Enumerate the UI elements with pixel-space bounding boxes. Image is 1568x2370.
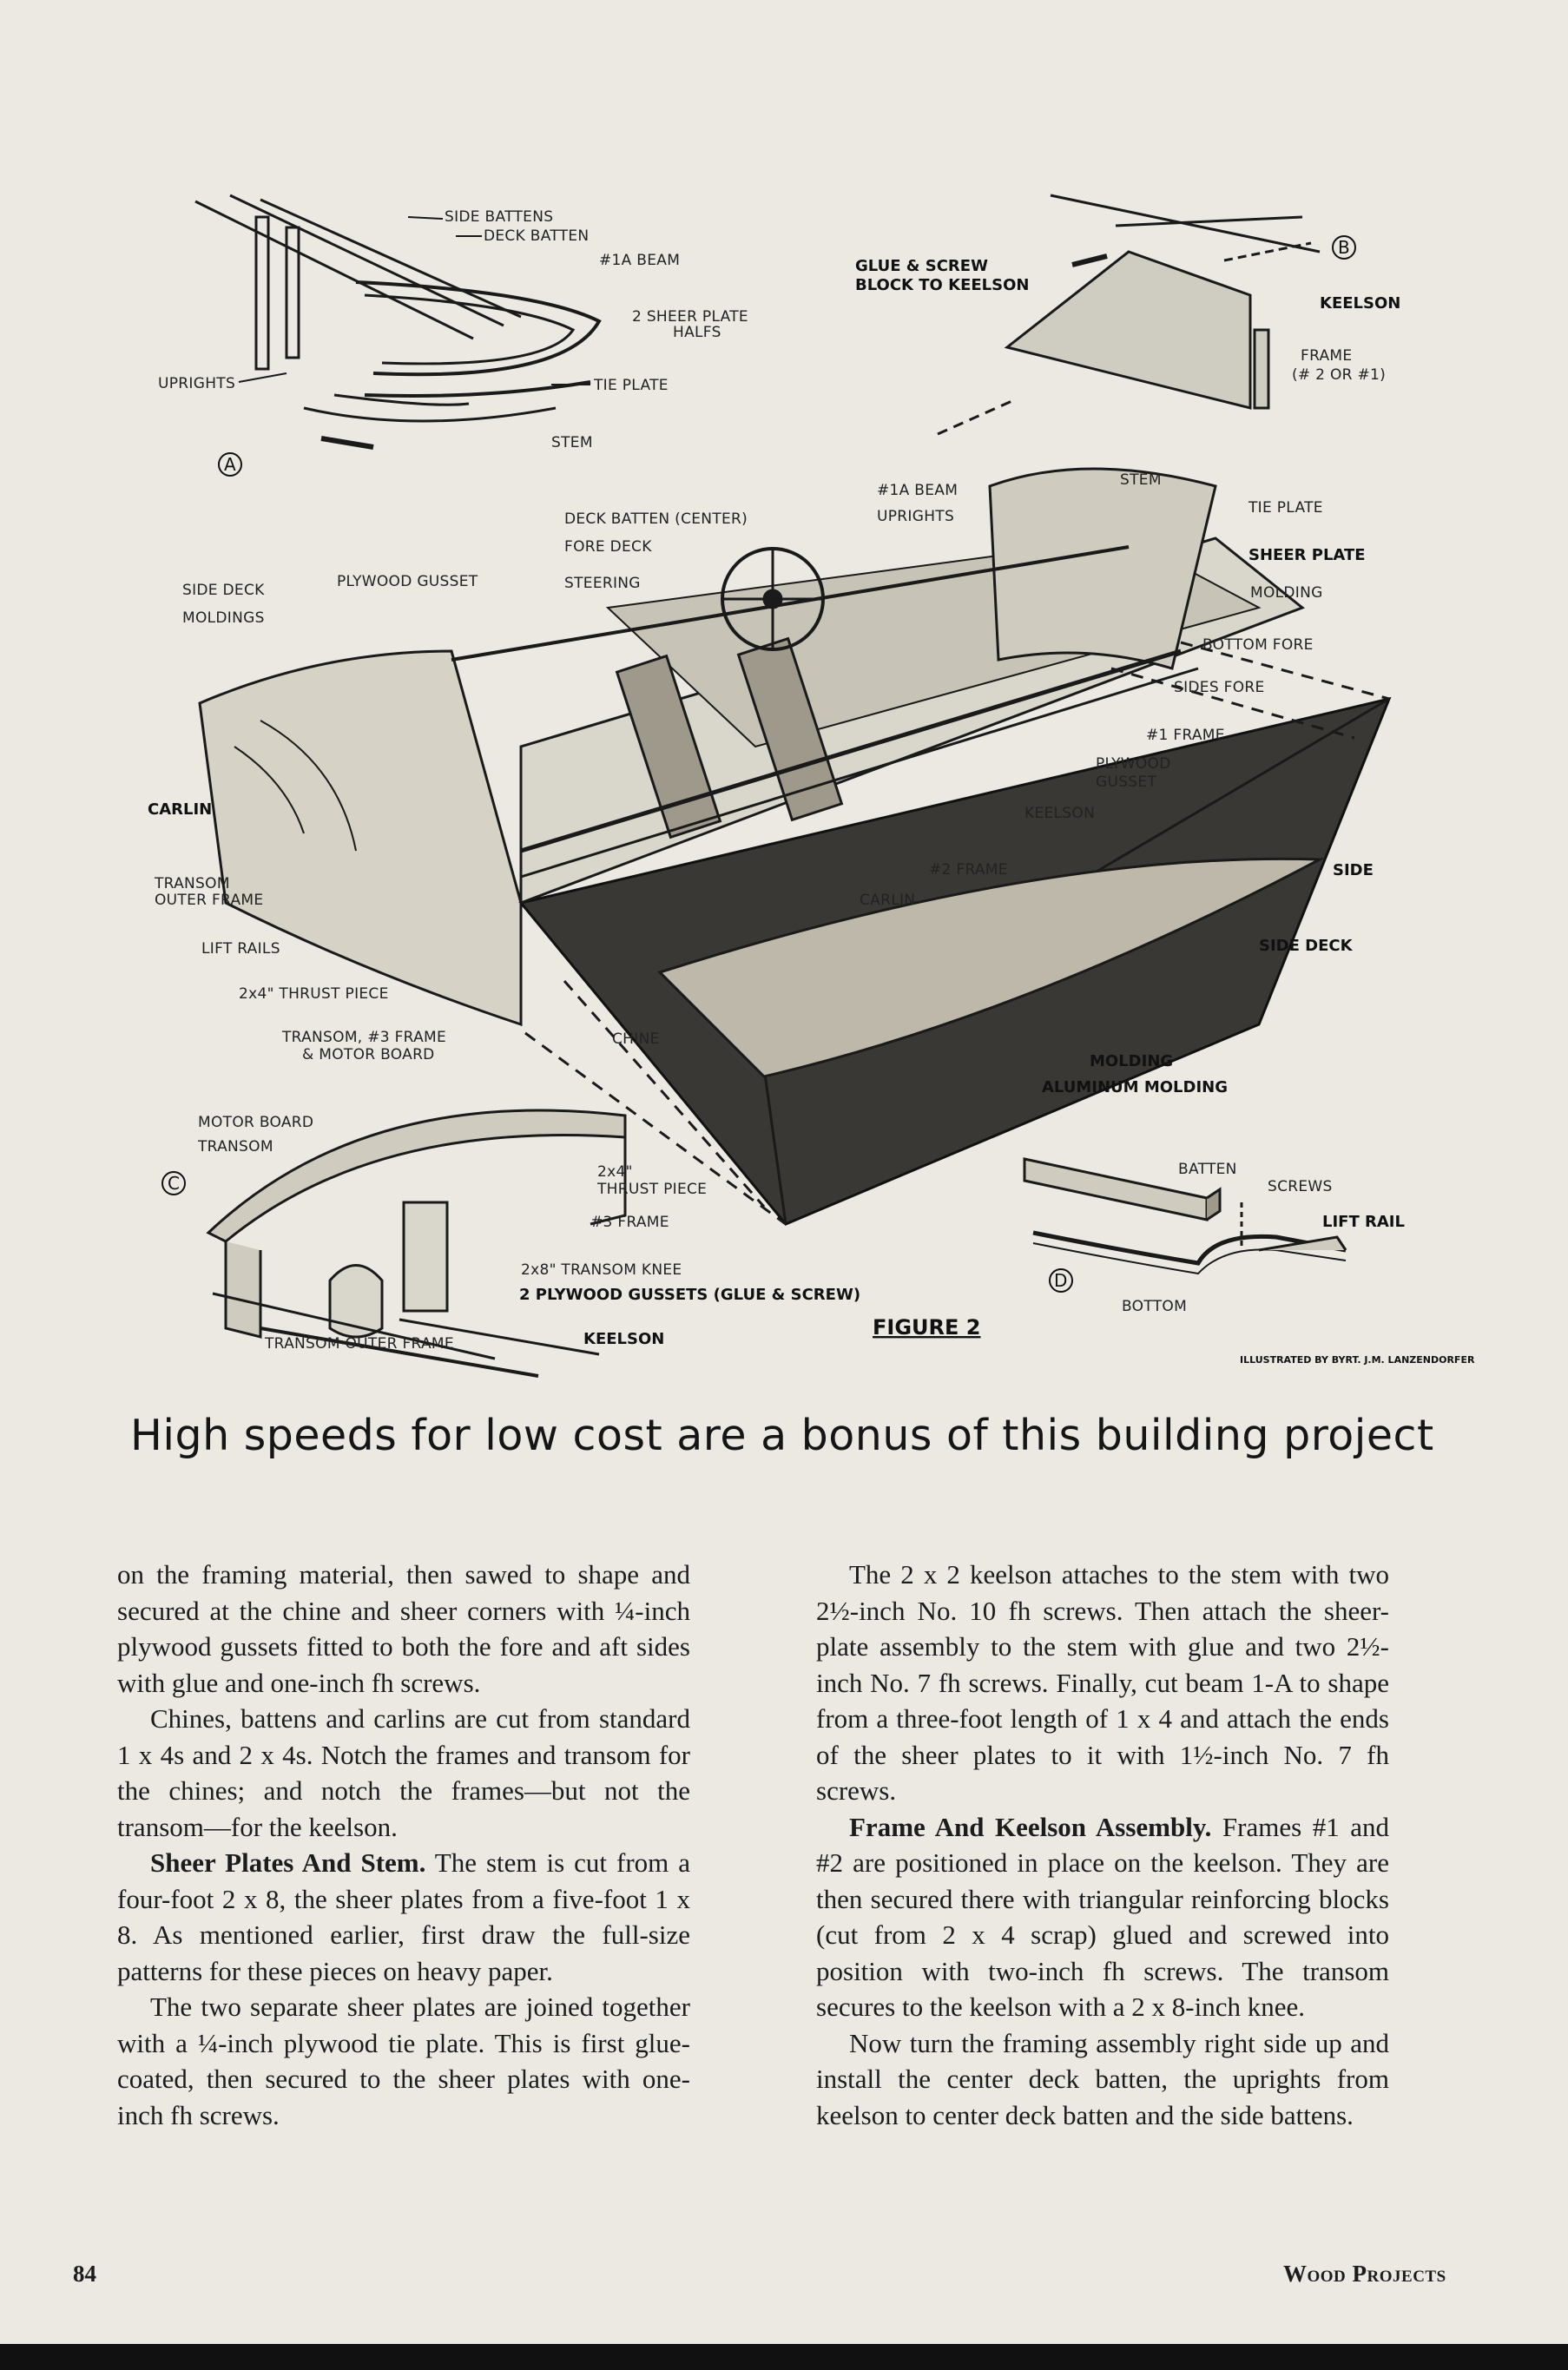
label-c-motor-board: MOTOR BOARD — [198, 1114, 313, 1131]
label-main-1a-beam: #1A BEAM — [877, 482, 958, 499]
run-in-heading: Sheer Plates And Stem. — [150, 1847, 426, 1878]
paragraph-text: Frames #1 and #2 are positioned in place… — [816, 1811, 1389, 2023]
paragraph: Chines, battens and carlins are cut from… — [117, 1701, 690, 1845]
illustrator-credit: ILLUSTRATED BY BYRT. J.M. LANZENDORFER — [1240, 1354, 1475, 1366]
label-c-2x4: 2x4" — [597, 1163, 633, 1181]
label-main-transom-frame: TRANSOM, #3 FRAME — [281, 1029, 446, 1046]
view-c-drawing — [206, 1109, 627, 1378]
label-main-outer-frame: OUTER FRAME — [155, 892, 263, 909]
label-main-moldings: MOLDINGS — [182, 609, 265, 627]
label-main-gusset: GUSSET — [1096, 774, 1156, 791]
label-c-3-frame: #3 FRAME — [590, 1214, 669, 1231]
label-main-side: SIDE — [1333, 861, 1374, 879]
label-uprights: UPRIGHTS — [158, 375, 235, 392]
view-b-drawing — [937, 194, 1321, 436]
label-1a-beam: #1A BEAM — [599, 252, 680, 269]
view-b-marker: B — [1338, 237, 1350, 258]
article-headline: High speeds for low cost are a bonus of … — [130, 1411, 1434, 1460]
label-main-carlin: CARLIN — [860, 892, 915, 909]
label-main-plywood: PLYWOOD — [1096, 755, 1171, 773]
label-c-transom-outer-frame: TRANSOM OUTER FRAME — [264, 1335, 454, 1353]
text-column-left: on the framing material, then sawed to s… — [117, 1557, 690, 2133]
label-stem: STEM — [551, 434, 593, 451]
paragraph-text: Now turn the framing assembly right side… — [816, 2027, 1389, 2130]
label-c-keelson: KEELSON — [583, 1330, 664, 1348]
label-main-transom: TRANSOM — [154, 875, 230, 892]
main-hull-labels: #1A BEAM UPRIGHTS STEM TIE PLATE SHEER P… — [148, 471, 1374, 1096]
label-glue-screw: GLUE & SCREW — [855, 257, 988, 275]
label-main-lift-rails: LIFT RAILS — [201, 940, 280, 958]
figure-caption: FIGURE 2 — [873, 1315, 980, 1340]
label-main-plywood-gusset: PLYWOOD GUSSET — [337, 573, 478, 590]
label-d-screws: SCREWS — [1268, 1178, 1333, 1195]
label-c-thrust-piece: THRUST PIECE — [596, 1181, 707, 1198]
label-main-molding-low: MOLDING — [1090, 1052, 1173, 1070]
label-keelson-b: KEELSON — [1320, 294, 1400, 313]
paragraph-text: The 2 x 2 keelson attaches to the stem w… — [816, 1559, 1389, 1806]
label-main-bottom-fore: BOTTOM FORE — [1202, 636, 1314, 654]
label-main-keelson: KEELSON — [1024, 805, 1095, 822]
label-block-to-keelson: BLOCK TO KEELSON — [855, 276, 1029, 294]
page-bottom-edge — [0, 2344, 1568, 2370]
run-in-heading: Frame And Keelson Assembly. — [849, 1811, 1212, 1842]
label-main-chine: CHINE — [612, 1030, 660, 1048]
label-main-sheer-plate: SHEER PLATE — [1248, 546, 1366, 564]
view-c-labels: MOTOR BOARD TRANSOM 2x4" THRUST PIECE #3… — [161, 1114, 860, 1353]
label-main-side-deck-left: SIDE DECK — [182, 582, 265, 599]
label-main-steering: STEERING — [564, 575, 641, 592]
view-d-marker: D — [1054, 1270, 1067, 1291]
paragraph-text: on the framing material, then sawed to s… — [117, 1559, 690, 1698]
label-deck-batten: DECK BATTEN — [484, 227, 589, 245]
view-a-marker: A — [224, 454, 236, 475]
view-b-labels: GLUE & SCREW BLOCK TO KEELSON KEELSON FR… — [855, 235, 1400, 384]
text-column-right: The 2 x 2 keelson attaches to the stem w… — [816, 1557, 1389, 2133]
label-d-batten: BATTEN — [1178, 1161, 1237, 1178]
paragraph: The 2 x 2 keelson attaches to the stem w… — [816, 1557, 1389, 1809]
label-c-transom-knee: 2x8" TRANSOM KNEE — [521, 1261, 682, 1279]
label-main-carlin-left: CARLIN — [148, 800, 212, 819]
label-main-sides-fore: SIDES FORE — [1174, 679, 1265, 696]
view-a-drawing — [194, 194, 602, 450]
label-main-aluminum-molding: ALUMINUM MOLDING — [1042, 1078, 1228, 1096]
paragraph-text: The two separate sheer plates are joined… — [117, 1991, 690, 2130]
view-d-drawing — [1023, 1157, 1347, 1275]
page-number: 84 — [73, 2261, 96, 2287]
paragraph-text: The stem is cut from a four-foot 2 x 8, … — [117, 1847, 690, 1986]
label-c-transom: TRANSOM — [197, 1138, 273, 1155]
paragraph: Now turn the framing assembly right side… — [816, 2025, 1389, 2134]
label-frame-number: (# 2 OR #1) — [1292, 366, 1386, 384]
label-main-2-frame: #2 FRAME — [929, 861, 1008, 879]
boat-construction-illustration: SIDE BATTENS DECK BATTEN #1A BEAM 2 SHEE… — [148, 194, 1475, 1378]
main-hull-drawing — [198, 467, 1392, 1226]
label-main-thrust-piece: 2x4" THRUST PIECE — [239, 985, 389, 1003]
view-a-labels: SIDE BATTENS DECK BATTEN #1A BEAM 2 SHEE… — [158, 208, 748, 477]
label-main-fore-deck: FORE DECK — [564, 538, 652, 556]
label-main-uprights: UPRIGHTS — [877, 508, 954, 525]
label-frame-b: FRAME — [1301, 347, 1352, 365]
label-main-deck-batten-center: DECK BATTEN (CENTER) — [564, 510, 748, 528]
paragraph: on the framing material, then sawed to s… — [117, 1557, 690, 1701]
label-main-tie-plate: TIE PLATE — [1248, 499, 1323, 517]
label-sheer-plate-halfs: 2 SHEER PLATE — [632, 308, 748, 326]
label-d-lift-rail: LIFT RAIL — [1322, 1213, 1405, 1231]
label-main-molding: MOLDING — [1250, 584, 1323, 602]
label-c-gussets: 2 PLYWOOD GUSSETS (GLUE & SCREW) — [519, 1286, 860, 1304]
label-halfs: HALFS — [673, 324, 721, 341]
label-main-side-deck: SIDE DECK — [1259, 937, 1354, 955]
label-d-bottom: BOTTOM — [1122, 1298, 1187, 1315]
view-c-marker: C — [168, 1173, 180, 1194]
label-main-stem: STEM — [1120, 471, 1162, 489]
running-footer-title: Wood Projects — [1283, 2261, 1446, 2287]
paragraph-text: Chines, battens and carlins are cut from… — [117, 1703, 690, 1842]
paragraph: The two separate sheer plates are joined… — [117, 1989, 690, 2133]
paragraph: Sheer Plates And Stem. The stem is cut f… — [117, 1845, 690, 1989]
label-side-battens: SIDE BATTENS — [445, 208, 553, 226]
label-main-1-frame: #1 FRAME — [1146, 727, 1225, 744]
label-main-motor-board: & MOTOR BOARD — [302, 1046, 435, 1063]
view-d-labels: BATTEN SCREWS LIFT RAIL BOTTOM D — [1049, 1161, 1405, 1315]
label-tie-plate: TIE PLATE — [593, 377, 669, 394]
paragraph: Frame And Keelson Assembly. Frames #1 an… — [816, 1809, 1389, 2025]
